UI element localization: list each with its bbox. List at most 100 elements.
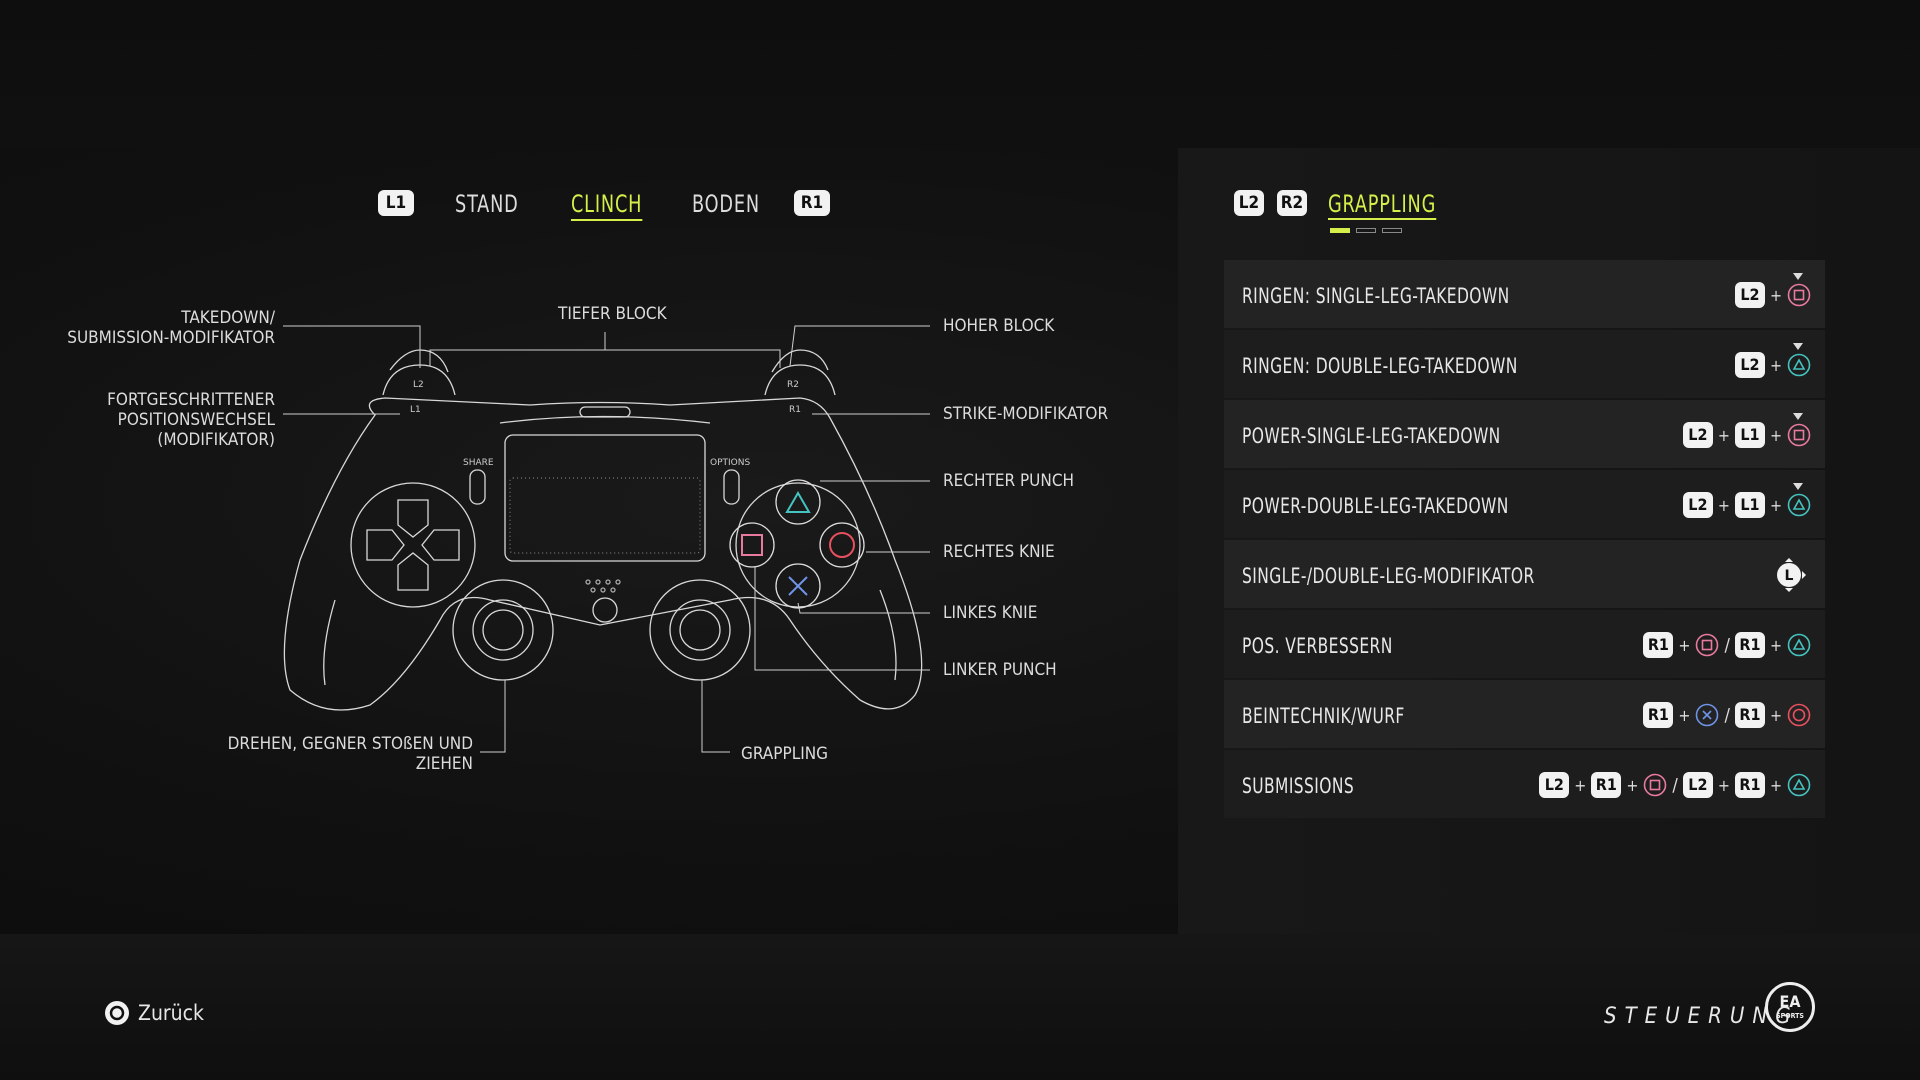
list-item[interactable]: POWER-SINGLE-LEG-TAKEDOWN L2 + L1 + — [1224, 400, 1825, 468]
l1-bumper-badge[interactable]: L1 — [378, 190, 414, 216]
controller-diagram: SHARE OPTIONS L2 L1 R2 R1 — [283, 325, 930, 753]
list-item[interactable]: SINGLE-/DOUBLE-LEG-MODIFIKATOR L — [1224, 540, 1825, 608]
triangle-button-icon — [1787, 633, 1811, 657]
l2-key: L2 — [1539, 772, 1570, 798]
button-combo: L2 + R1 + / L2 + R1 + — [1539, 768, 1811, 802]
l2-key: L2 — [1734, 352, 1765, 378]
square-button-icon — [1787, 273, 1811, 307]
l1-key: L1 — [1734, 422, 1765, 448]
label-left-punch: LINKER PUNCH — [943, 660, 1057, 680]
plus-sign: + — [1769, 775, 1782, 795]
plus-sign: + — [1769, 705, 1782, 725]
page-indicator — [1330, 228, 1402, 233]
plus-sign: + — [1574, 775, 1587, 795]
label-rotate-push-pull: DREHEN, GEGNER STOßEN UND ZIEHEN — [227, 734, 473, 774]
logo-subtext: SPORTS — [1776, 1012, 1804, 1020]
screen-title: STEUERUNG — [1604, 1004, 1799, 1029]
move-name: RINGEN: DOUBLE-LEG-TAKEDOWN — [1242, 354, 1518, 378]
plus-sign: + — [1769, 635, 1782, 655]
move-name: POWER-DOUBLE-LEG-TAKEDOWN — [1242, 494, 1509, 518]
cross-button-icon — [1695, 703, 1719, 727]
list-item[interactable]: SUBMISSIONS L2 + R1 + / L2 + R1 + — [1224, 750, 1825, 818]
triangle-button-icon — [1787, 773, 1811, 797]
label-left-knee: LINKES KNIE — [943, 603, 1038, 623]
slash-separator: / — [1724, 634, 1730, 656]
label-grappling: GRAPPLING — [741, 744, 829, 764]
r2-badge[interactable]: R2 — [1277, 190, 1307, 216]
left-stick-icon: L — [1777, 558, 1806, 592]
button-combo: L2 + — [1734, 343, 1811, 382]
plus-sign: + — [1717, 495, 1730, 515]
label-takedown-modifier: TAKEDOWN/ SUBMISSION-MODIFIKATOR — [67, 308, 275, 348]
r1-key: R1 — [1734, 702, 1765, 728]
plus-sign: + — [1678, 635, 1691, 655]
r1-key: R1 — [1734, 632, 1765, 658]
plus-sign: + — [1769, 425, 1782, 445]
l2-small-label: L2 — [413, 380, 424, 390]
label-strike-modifier: STRIKE-MODIFIKATOR — [943, 404, 1109, 424]
l2-key: L2 — [1682, 492, 1713, 518]
move-name: SINGLE-/DOUBLE-LEG-MODIFIKATOR — [1242, 564, 1535, 588]
l2-key: L2 — [1682, 422, 1713, 448]
move-name: POWER-SINGLE-LEG-TAKEDOWN — [1242, 424, 1501, 448]
page-dot-3 — [1382, 228, 1402, 233]
list-item[interactable]: BEINTECHNIK/WURF R1 + / R1 + — [1224, 680, 1825, 748]
button-combo: L2 + L1 + — [1682, 483, 1811, 522]
l1-small-label: L1 — [410, 405, 421, 415]
move-name: RINGEN: SINGLE-LEG-TAKEDOWN — [1242, 284, 1510, 308]
plus-sign: + — [1678, 705, 1691, 725]
list-item[interactable]: RINGEN: DOUBLE-LEG-TAKEDOWN L2 + — [1224, 330, 1825, 398]
button-combo: R1 + / R1 + — [1643, 628, 1811, 662]
triangle-button-icon — [1787, 343, 1811, 377]
plus-sign: + — [1626, 775, 1639, 795]
label-low-block: TIEFER BLOCK — [558, 304, 667, 324]
l2-badge[interactable]: L2 — [1234, 190, 1264, 216]
tab-clinch[interactable]: CLINCH — [571, 190, 643, 221]
list-item[interactable]: POS. VERBESSERN R1 + / R1 + — [1224, 610, 1825, 678]
footer-bar — [0, 934, 1920, 1080]
slash-separator: / — [1724, 704, 1730, 726]
button-combo: L — [1771, 558, 1811, 592]
plus-sign: + — [1717, 425, 1730, 445]
move-name: BEINTECHNIK/WURF — [1242, 704, 1405, 728]
button-combo: R1 + / R1 + — [1643, 698, 1811, 732]
r1-bumper-badge[interactable]: R1 — [794, 190, 830, 216]
r1-small-label: R1 — [789, 405, 801, 415]
ea-sports-logo: EA SPORTS — [1765, 982, 1815, 1032]
square-button-icon — [1643, 773, 1667, 797]
options-label: OPTIONS — [710, 458, 750, 468]
back-button[interactable]: Zurück — [104, 1000, 204, 1026]
label-high-block: HOHER BLOCK — [943, 316, 1055, 336]
r1-key: R1 — [1643, 702, 1674, 728]
list-item[interactable]: RINGEN: SINGLE-LEG-TAKEDOWN L2 + — [1224, 260, 1825, 328]
logo-text: EA — [1779, 992, 1801, 1011]
page-dot-1 — [1330, 228, 1350, 233]
back-label: Zurück — [138, 1001, 204, 1025]
square-button-icon — [1787, 413, 1811, 447]
label-right-punch: RECHTER PUNCH — [943, 471, 1075, 491]
section-title: GRAPPLING — [1328, 190, 1437, 220]
move-name: POS. VERBESSERN — [1242, 634, 1393, 658]
triangle-button-icon — [1787, 483, 1811, 517]
r1-key: R1 — [1591, 772, 1622, 798]
plus-sign: + — [1769, 495, 1782, 515]
button-combo: L2 + — [1734, 273, 1811, 312]
r1-key: R1 — [1643, 632, 1674, 658]
page-dot-2 — [1356, 228, 1376, 233]
top-bar — [0, 0, 1920, 148]
plus-sign: + — [1717, 775, 1730, 795]
r2-small-label: R2 — [787, 380, 799, 390]
square-button-icon — [1695, 633, 1719, 657]
button-combo: L2 + L1 + — [1682, 413, 1811, 452]
r1-key: R1 — [1734, 772, 1765, 798]
slash-separator: / — [1672, 774, 1678, 796]
circle-button-icon — [105, 1001, 129, 1025]
list-item[interactable]: POWER-DOUBLE-LEG-TAKEDOWN L2 + L1 + — [1224, 470, 1825, 538]
l2-key: L2 — [1734, 282, 1765, 308]
share-label: SHARE — [463, 458, 494, 468]
tab-boden[interactable]: BODEN — [692, 190, 760, 218]
circle-button-icon — [1787, 703, 1811, 727]
tab-stand[interactable]: STAND — [455, 190, 519, 218]
plus-sign: + — [1769, 285, 1782, 305]
l1-key: L1 — [1734, 492, 1765, 518]
